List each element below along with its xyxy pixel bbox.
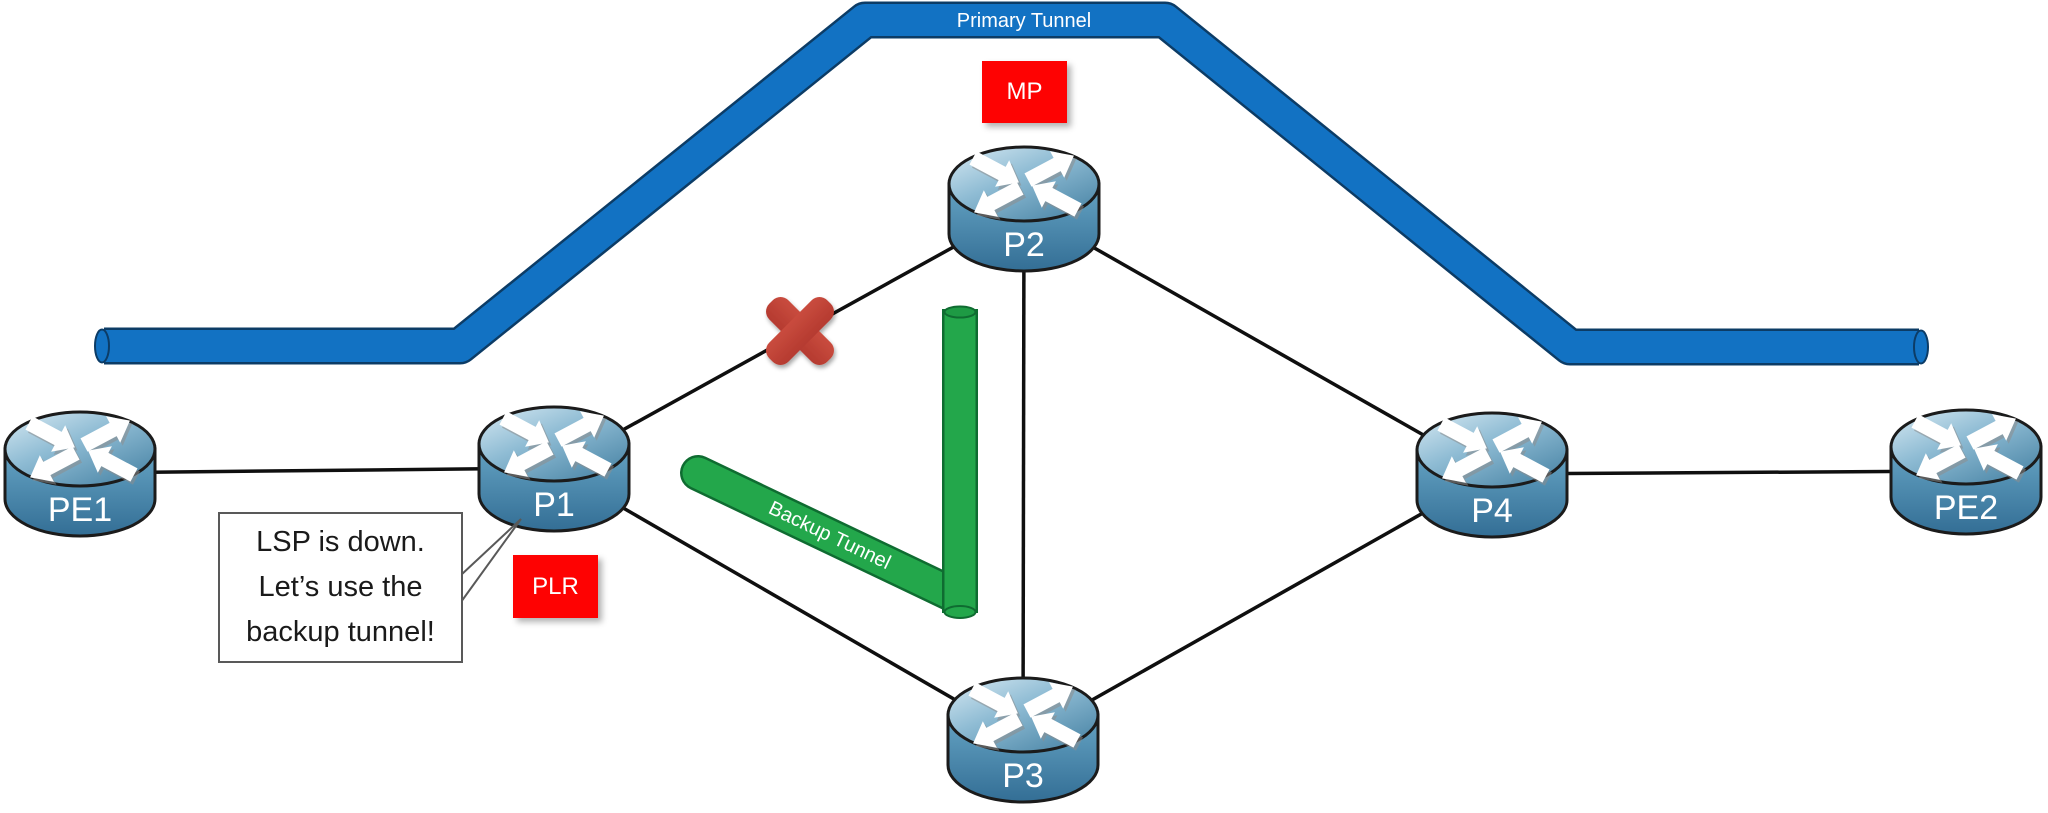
callout-line: backup tunnel! bbox=[246, 616, 435, 648]
router-label: PE1 bbox=[48, 491, 112, 529]
router-label: P4 bbox=[1471, 492, 1513, 530]
callout-line: LSP is down. bbox=[256, 526, 425, 558]
plr-badge: PLR bbox=[513, 555, 598, 618]
router-label: P1 bbox=[533, 486, 575, 524]
link-p3-p4 bbox=[1022, 472, 1493, 741]
router-pe2: PE2 bbox=[1889, 405, 2043, 536]
primary-tunnel-label: Primary Tunnel bbox=[957, 10, 1092, 32]
backup-tunnel: Backup Tunnel bbox=[680, 305, 978, 619]
callout-line: Let’s use the bbox=[258, 571, 423, 603]
tunnel-end-cap bbox=[94, 328, 110, 364]
link-pe1-p1 bbox=[79, 466, 555, 475]
tunnel-end-cap bbox=[943, 305, 977, 319]
mp-badge-label: MP bbox=[1006, 78, 1043, 105]
router-p3: P3 bbox=[946, 673, 1100, 804]
callout-bubble: LSP is down. Let’s use the backup tunnel… bbox=[218, 512, 463, 663]
router-p2: P2 bbox=[947, 142, 1101, 273]
link-p4-pe2 bbox=[1491, 469, 1967, 476]
link-p2-p4 bbox=[1023, 206, 1493, 476]
router-p1: P1 bbox=[477, 402, 631, 533]
router-pe1: PE1 bbox=[3, 407, 157, 538]
mp-badge: MP bbox=[982, 61, 1067, 123]
backup-tunnel-label: Backup Tunnel bbox=[765, 497, 894, 574]
tunnel-end-cap bbox=[943, 605, 977, 619]
router-label: P3 bbox=[1002, 757, 1044, 795]
link-failure-icon bbox=[766, 297, 834, 365]
router-label: PE2 bbox=[1934, 489, 1998, 527]
router-p4: P4 bbox=[1415, 408, 1569, 539]
plr-badge-label: PLR bbox=[532, 572, 579, 600]
link-p2-p3 bbox=[1021, 207, 1026, 740]
router-label: P2 bbox=[1003, 226, 1045, 264]
callout-tail bbox=[460, 518, 522, 603]
primary-tunnel: Primary Tunnel bbox=[94, 1, 1929, 366]
link-p1-p3 bbox=[553, 466, 1024, 741]
tunnel-end-cap bbox=[1913, 329, 1929, 365]
links bbox=[79, 206, 1967, 741]
